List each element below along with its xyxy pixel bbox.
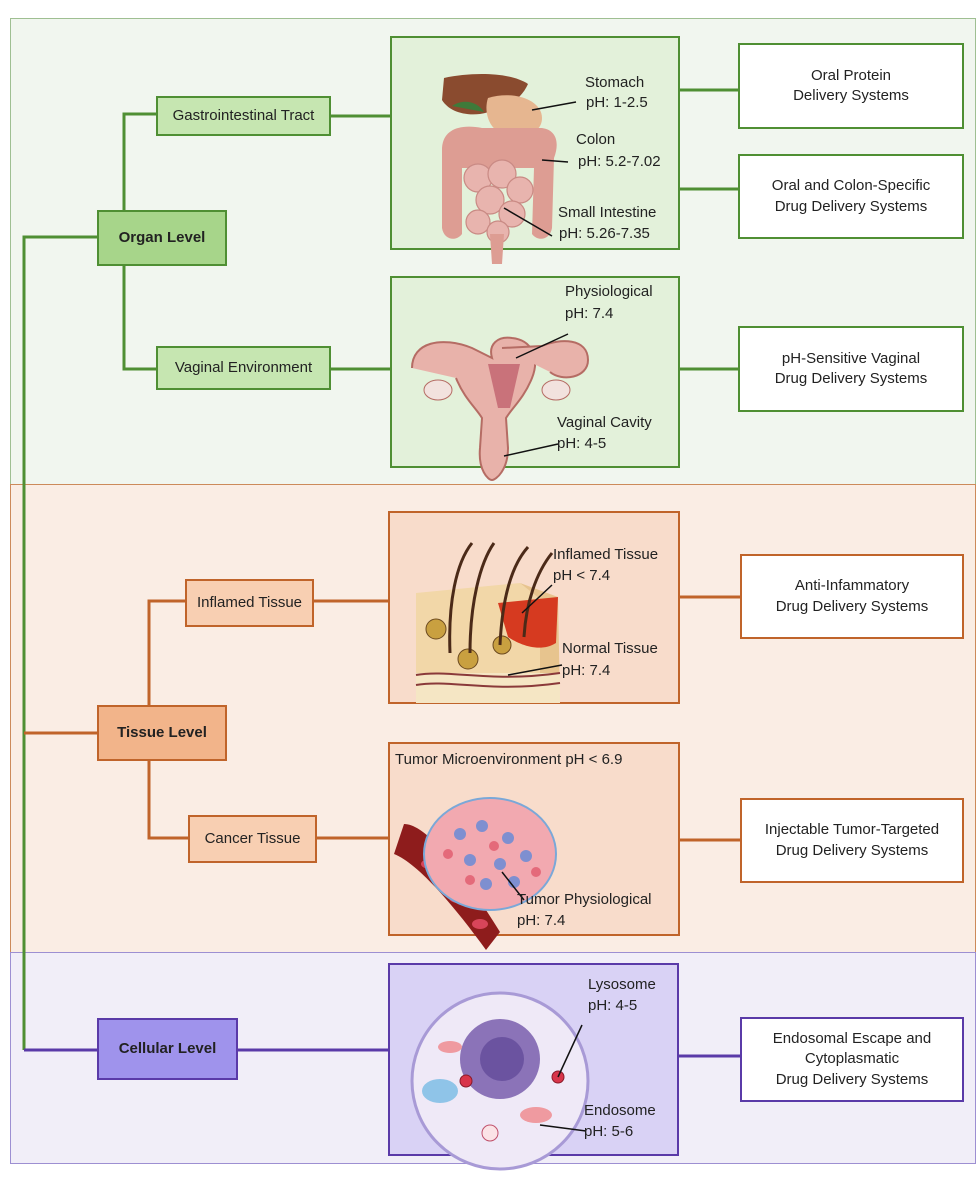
organ-level-box: Organ Level xyxy=(97,210,227,266)
vaginal-cavity-label: Vaginal Cavity xyxy=(557,413,652,433)
tumor-microenvironment-label: Tumor Microenvironment pH < 6.9 xyxy=(395,750,622,770)
tumor-physiological-ph-label: pH: 7.4 xyxy=(517,911,565,931)
organ-level-label: Organ Level xyxy=(119,228,206,248)
endosomal-escape-delivery-label: Endosomal Escape and Cytoplasmatic Drug … xyxy=(773,1029,931,1090)
gastrointestinal-tract-box: Gastrointestinal Tract xyxy=(156,96,331,136)
endosome-label: Endosome xyxy=(584,1101,656,1121)
small-intestine-ph-label: pH: 5.26-7.35 xyxy=(559,224,650,244)
tumor-targeted-delivery-label: Injectable Tumor-Targeted Drug Delivery … xyxy=(765,820,939,861)
small-intestine-label: Small Intestine xyxy=(558,203,656,223)
tumor-physiological-label: Tumor Physiological xyxy=(517,890,652,910)
stomach-label: Stomach xyxy=(585,73,644,93)
inflamed-tissue-ph-label: pH < 7.4 xyxy=(553,566,610,586)
vaginal-delivery-label: pH-Sensitive Vaginal Drug Delivery Syste… xyxy=(775,349,928,390)
inflamed-tissue-illustration-panel xyxy=(388,511,680,704)
oral-colon-delivery-box: Oral and Colon-Specific Drug Delivery Sy… xyxy=(738,154,964,239)
vaginal-delivery-box: pH-Sensitive Vaginal Drug Delivery Syste… xyxy=(738,326,964,412)
inflamed-tissue-annotation: Inflamed Tissue xyxy=(553,545,658,565)
anti-inflammatory-delivery-box: Anti-Infammatory Drug Delivery Systems xyxy=(740,554,964,639)
normal-tissue-label: Normal Tissue xyxy=(562,639,658,659)
lysosome-ph-label: pH: 4-5 xyxy=(588,996,637,1016)
cancer-tissue-label: Cancer Tissue xyxy=(205,829,301,849)
vaginal-environment-label: Vaginal Environment xyxy=(175,358,312,378)
lysosome-label: Lysosome xyxy=(588,975,656,995)
oral-protein-delivery-box: Oral Protein Delivery Systems xyxy=(738,43,964,129)
physiological-label: Physiological xyxy=(565,282,653,302)
anti-inflammatory-delivery-label: Anti-Infammatory Drug Delivery Systems xyxy=(776,576,929,617)
inflamed-tissue-box: Inflamed Tissue xyxy=(185,579,314,627)
tissue-level-label: Tissue Level xyxy=(117,723,207,743)
vaginal-illustration-panel xyxy=(390,276,680,468)
gastrointestinal-tract-label: Gastrointestinal Tract xyxy=(173,106,315,126)
vaginal-environment-box: Vaginal Environment xyxy=(156,346,331,390)
cancer-tissue-box: Cancer Tissue xyxy=(188,815,317,863)
cellular-level-label: Cellular Level xyxy=(119,1039,217,1059)
normal-tissue-ph-label: pH: 7.4 xyxy=(562,661,610,681)
cellular-level-box: Cellular Level xyxy=(97,1018,238,1080)
oral-protein-delivery-label: Oral Protein Delivery Systems xyxy=(793,66,909,107)
endosomal-escape-delivery-box: Endosomal Escape and Cytoplasmatic Drug … xyxy=(740,1017,964,1102)
colon-label: Colon xyxy=(576,130,615,150)
endosome-ph-label: pH: 5-6 xyxy=(584,1122,633,1142)
oral-colon-delivery-label: Oral and Colon-Specific Drug Delivery Sy… xyxy=(772,176,930,217)
uterus-icon xyxy=(392,298,678,486)
vaginal-cavity-ph-label: pH: 4-5 xyxy=(557,434,606,454)
tumor-targeted-delivery-box: Injectable Tumor-Targeted Drug Delivery … xyxy=(740,798,964,883)
inflamed-tissue-label: Inflamed Tissue xyxy=(197,593,302,613)
stomach-ph-label: pH: 1-2.5 xyxy=(586,93,648,113)
tissue-level-box: Tissue Level xyxy=(97,705,227,761)
physiological-ph-label: pH: 7.4 xyxy=(565,304,613,324)
colon-ph-label: pH: 5.2-7.02 xyxy=(578,152,661,172)
